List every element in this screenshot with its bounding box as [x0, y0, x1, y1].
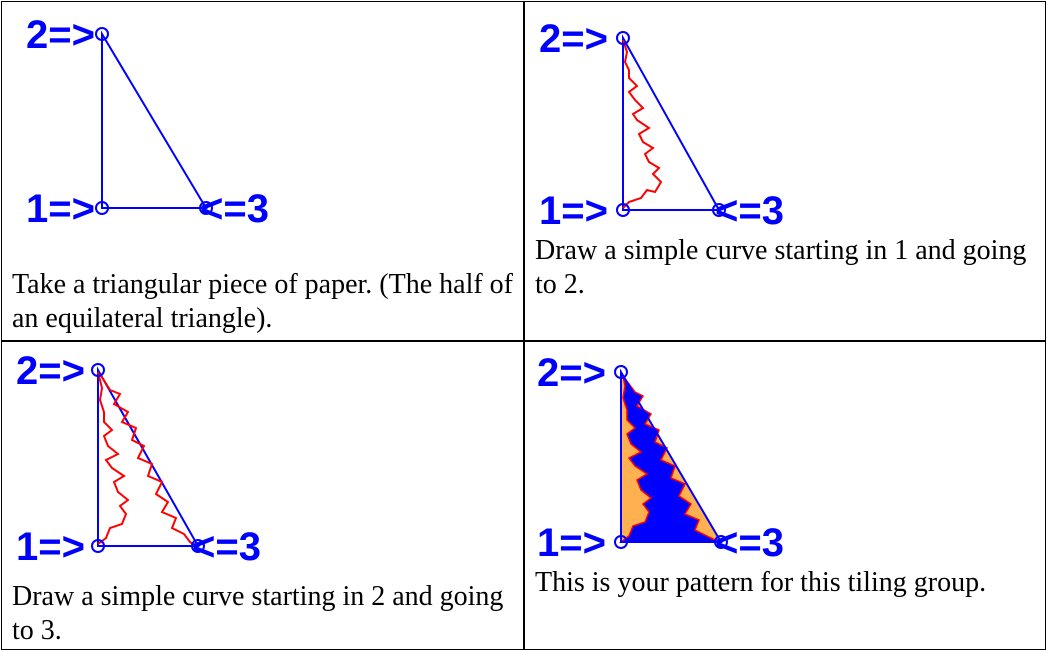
triangle-diagram-4: 2=> 1=> <=3: [537, 351, 784, 565]
vertex-2-label: 2=>: [26, 13, 95, 57]
vertex-1-label: 1=>: [537, 521, 606, 565]
step-panel-1: 2=> 1=> <=3 Take a triangular piece of p…: [1, 1, 524, 341]
paper-triangle: [622, 34, 721, 211]
vertex-3-marker: [191, 539, 205, 553]
paper-triangle: [97, 366, 200, 547]
curve-1-to-2: [97, 371, 130, 545]
triangle-diagram-2: 2=> 1=> <=3: [539, 17, 784, 233]
vertex-2-marker: [616, 31, 630, 45]
vertex-1-marker: [95, 201, 109, 215]
vertex-1-marker: [91, 539, 105, 553]
vertex-3-label: <=3: [715, 189, 784, 233]
step-caption-1: Take a triangular piece of paper. (The h…: [12, 269, 514, 334]
vertex-3-marker: [712, 203, 726, 217]
vertex-2-label: 2=>: [16, 349, 85, 393]
vertex-2-marker: [91, 363, 105, 377]
vertex-1-marker: [616, 203, 630, 217]
paper-triangle: [101, 30, 208, 209]
vertex-2-label: 2=>: [539, 17, 608, 61]
vertex-2-label: 2=>: [537, 351, 606, 395]
pattern-dark-region: [618, 375, 720, 543]
paper-triangle: [620, 368, 723, 543]
step-caption-4: This is your pattern for this tiling gro…: [535, 567, 987, 598]
step-panel-4: 2=> 1=> <=3 This is your pattern for thi…: [524, 341, 1046, 650]
triangle-diagram-1: 2=> 1=> <=3: [26, 13, 269, 231]
step-panel-3: 2=> 1=> <=3 Draw a simple curve starting…: [1, 341, 524, 650]
vertex-3-label: <=3: [200, 187, 269, 231]
vertex-1-label: 1=>: [539, 189, 608, 233]
curve-2-to-3: [99, 373, 197, 547]
vertex-3-label: <=3: [192, 525, 261, 569]
step-caption-2: Draw a simple curve starting in 1 and go…: [535, 235, 1027, 300]
vertex-3-marker: [199, 201, 213, 215]
step-panel-2: 2=> 1=> <=3 Draw a simple curve starting…: [524, 1, 1046, 341]
vertex-3-label: <=3: [715, 521, 784, 565]
curve-1-to-2: [622, 39, 663, 209]
vertex-1-marker: [614, 535, 628, 549]
triangle-diagram-3: 2=> 1=> <=3: [16, 349, 261, 569]
vertex-3-marker: [714, 535, 728, 549]
vertex-2-marker: [614, 365, 628, 379]
vertex-1-label: 1=>: [26, 187, 95, 231]
step-caption-3: Draw a simple curve starting in 2 and go…: [12, 581, 504, 646]
vertex-2-marker: [95, 27, 109, 41]
vertex-1-label: 1=>: [16, 525, 85, 569]
